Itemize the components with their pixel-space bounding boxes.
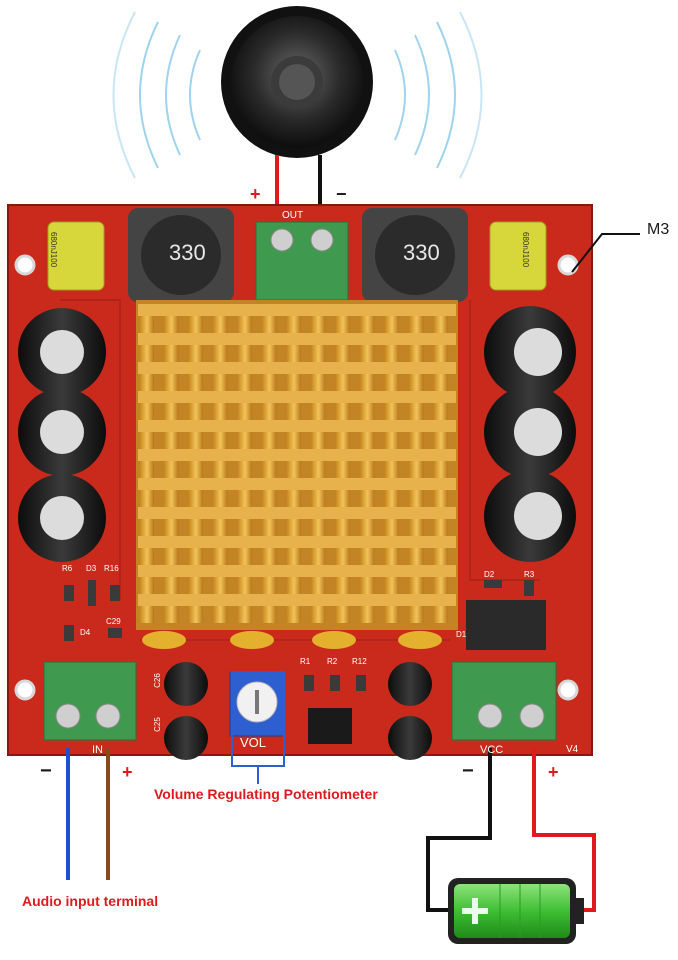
c25-silkscreen: C25	[152, 717, 162, 732]
mount-hole-label: M3	[647, 221, 670, 238]
d3-silkscreen: D3	[86, 564, 97, 573]
r1-silkscreen: R1	[300, 657, 311, 666]
inductor-value-right: 330	[403, 240, 440, 265]
electrolytic-capacitor	[18, 306, 576, 562]
input-plus-label: +	[122, 762, 133, 782]
c26-silkscreen: C26	[152, 673, 162, 688]
vol-silkscreen: VOL	[240, 735, 267, 750]
power-plus-label: +	[548, 762, 559, 782]
out-silkscreen: OUT	[282, 210, 304, 221]
inductor	[128, 208, 468, 302]
input-terminal	[43, 661, 137, 741]
speaker-icon	[221, 6, 373, 158]
power-terminal	[451, 661, 557, 741]
speaker-minus-label: −	[336, 184, 347, 204]
inductor-value-left: 330	[169, 240, 206, 265]
film-cap-text-right: 680nJ100	[521, 232, 530, 268]
volume-potentiometer	[229, 671, 285, 737]
smd-components	[64, 580, 546, 744]
film-capacitor	[47, 221, 547, 291]
battery-icon	[448, 878, 584, 944]
electrolytic-capacitor	[164, 662, 432, 760]
output-terminal	[255, 221, 349, 301]
c29-silkscreen: C29	[106, 617, 121, 626]
r6-silkscreen: R6	[62, 564, 73, 573]
mount-hole	[14, 254, 579, 701]
heatsink	[136, 300, 458, 630]
d2-silkscreen: D2	[484, 570, 495, 579]
r2-silkscreen: R2	[327, 657, 338, 666]
r16-silkscreen: R16	[104, 564, 119, 573]
in-silkscreen: IN	[92, 744, 103, 756]
r12-silkscreen: R12	[352, 657, 367, 666]
audio-input-caption: Audio input terminal	[22, 893, 159, 909]
r3-silkscreen: R3	[524, 570, 535, 579]
potentiometer-caption: Volume Regulating Potentiometer	[154, 786, 378, 802]
input-minus-label: −	[40, 760, 52, 782]
v4-silkscreen: V4	[566, 744, 579, 755]
power-minus-label: −	[462, 760, 474, 782]
vcc-silkscreen: VCC	[480, 744, 504, 756]
ceramic-capacitor	[142, 631, 442, 649]
d1-silkscreen: D1	[456, 630, 467, 639]
film-cap-text-left: 680nJ100	[49, 232, 58, 268]
speaker-plus-label: +	[250, 184, 261, 204]
d4-silkscreen: D4	[80, 628, 91, 637]
sound-wave-icon	[112, 11, 483, 179]
